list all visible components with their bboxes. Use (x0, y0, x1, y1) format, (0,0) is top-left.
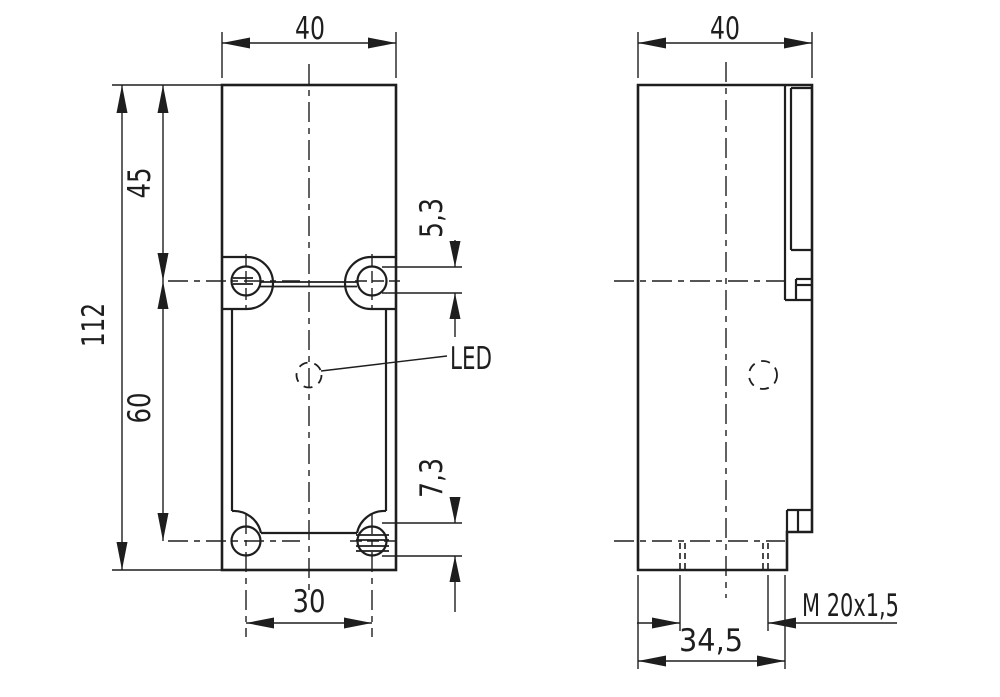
mounting-lug-top-right (343, 255, 396, 311)
dim-front-width-text: 40 (295, 11, 325, 47)
dim-front-height-text: 112 (76, 303, 112, 347)
dim-hole-vertical-spacing: 60 (122, 281, 169, 541)
cover-corner-arc-right (355, 509, 387, 534)
mounting-hole-top-left (230, 265, 262, 297)
mounting-hole-bottom-left (230, 525, 262, 557)
dim-slot-width-top-text: 5,3 (414, 198, 450, 238)
thread-marks-bottom-right-hole (356, 534, 389, 552)
mounting-hole-bottom-right (356, 525, 388, 557)
led-indicator-circle (295, 361, 323, 389)
dim-side-width-text: 40 (710, 11, 740, 47)
led-leader-line (320, 355, 448, 372)
thread-label: M 20x1,5 (802, 588, 899, 624)
front-view-drawing: LED 40 112 45 (76, 11, 492, 637)
mounting-hole-top-right (356, 265, 388, 297)
dim-front-height: 112 (76, 84, 222, 571)
dim-slot-width-bottom-text: 7,3 (414, 458, 450, 498)
dim-side-base-width-text: 34,5 (679, 623, 743, 659)
dim-side-width: 40 (637, 11, 813, 78)
cable-entry-hidden-lines (679, 543, 769, 570)
dim-hole-vertical-spacing-text: 60 (122, 393, 158, 424)
dim-slot-width-top: 5,3 (382, 198, 462, 337)
dim-side-base-width: 34,5 (637, 575, 786, 669)
dim-top-hole-offset: 45 (122, 85, 169, 281)
led-label: LED (450, 341, 492, 377)
led-indicator-side-circle (748, 360, 778, 390)
dim-hole-horizontal-spacing-text: 30 (293, 584, 326, 620)
dim-hole-horizontal-spacing: 30 (246, 584, 372, 629)
front-body-outline (220, 83, 398, 572)
dim-slot-width-bottom: 7,3 (382, 458, 462, 612)
dim-front-width: 40 (221, 11, 397, 78)
dim-thread: M 20x1,5 (637, 575, 899, 631)
side-view-drawing: 40 M 20x1,5 34,5 (614, 11, 899, 669)
cover-corner-arc-left (231, 509, 263, 534)
mounting-lug-top-left (222, 255, 275, 311)
dim-top-hole-offset-text: 45 (122, 168, 158, 199)
